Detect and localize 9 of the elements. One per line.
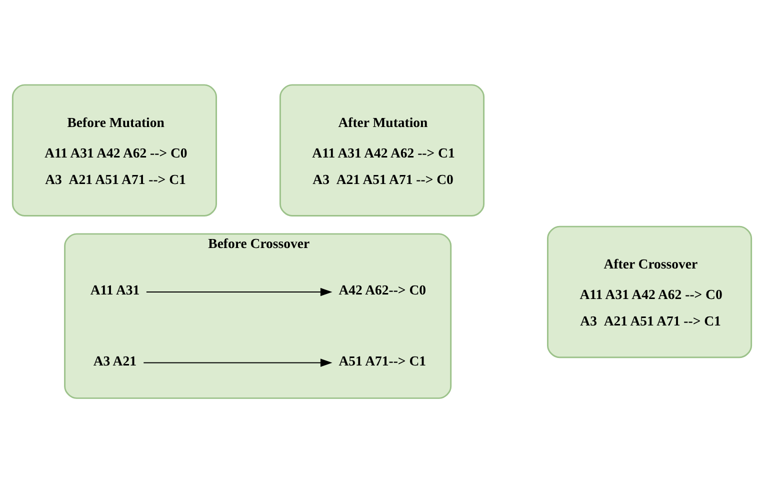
node-box: Before Mutation A11 A31 A42 A62 --> C0 A3 A21 A51 A71 --> C1 bbox=[12, 84, 217, 216]
node-text: A11 A31 bbox=[90, 282, 140, 298]
node-box: After Mutation A11 A31 A42 A62 --> C1 A3 A21 A51 A71 --> C0 bbox=[279, 84, 485, 216]
node-text: A42 A62--> C0 bbox=[338, 282, 426, 298]
arrow bbox=[146, 288, 332, 296]
node-text: A51 A71--> C1 bbox=[338, 353, 426, 368]
node-box: After Crossover A11 A31 A42 A62 --> C0 A3 A21 A51 A71 --> C1 bbox=[547, 226, 752, 358]
arrow bbox=[143, 358, 332, 367]
node-text: A3 A21 bbox=[93, 353, 136, 368]
